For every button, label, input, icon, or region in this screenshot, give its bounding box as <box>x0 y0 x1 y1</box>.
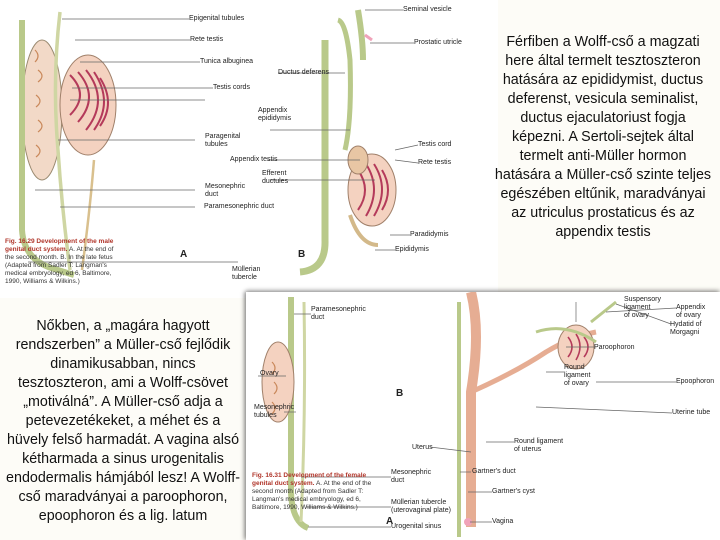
label-vagina: Vagina <box>492 518 514 525</box>
label-hydatid: Hydatid of Morgagni <box>670 321 702 336</box>
label-paramesonephric-duct-female: Paramesonephric duct <box>311 306 366 321</box>
label-paragenital-tubules: Paragenital tubules <box>205 133 241 148</box>
label-round-ligament-ovary: Round ligament of ovary <box>564 364 591 387</box>
label-paroophoron: Paroophoron <box>594 344 635 351</box>
label-appendix-testis: Appendix testis <box>230 156 278 163</box>
female-figure-caption: Fig. 16.31 Development of the female gen… <box>252 472 380 530</box>
label-gartners-cyst: Gartner's cyst <box>492 488 535 495</box>
panel-b-letter: B <box>298 249 306 260</box>
label-tunica-albuginea: Tunica albuginea <box>200 58 254 65</box>
female-duct-illustration <box>258 292 677 537</box>
label-round-ligament-uterus: Round ligament of uterus <box>514 438 564 453</box>
male-description-paragraph: Férfiben a Wolff-cső a magzati here álta… <box>494 34 712 240</box>
label-testis-cord: Testis cord <box>418 141 452 148</box>
label-epigenital-tubules: Epigenital tubules <box>189 15 245 22</box>
male-caption-body: A. At the end of the second month. B. In… <box>5 246 114 285</box>
label-paradidymis: Paradidymis <box>410 231 449 238</box>
panel-a-letter: A <box>180 249 188 260</box>
label-appendix-ovary: Appendix of ovary <box>676 304 706 319</box>
male-duct-illustration <box>19 9 419 278</box>
label-suspensory-ligament: Suspensory ligament of ovary <box>624 296 661 319</box>
label-testis-cords: Testis cords <box>213 84 250 91</box>
label-urogenital-sinus: Urogenital sinus <box>391 523 442 530</box>
label-mesonephric-tubules: Mesonephric tubules <box>254 404 295 419</box>
female-duct-figure: A B Paramesonephric duct Ovary Mesonephr… <box>246 292 720 540</box>
label-efferent-ductules: Efferent ductules <box>262 170 289 185</box>
female-caption-body: A. At the end of the second month (Adapt… <box>252 480 372 511</box>
label-appendix-epididymis: Appendix epididymis <box>258 107 292 122</box>
label-mesonephric-duct: Mesonephric duct <box>205 183 246 198</box>
label-seminal-vesicle: Seminal vesicle <box>403 6 452 13</box>
label-gartners-duct: Gartner's duct <box>472 468 516 475</box>
label-paramesonephric-duct: Paramesonephric duct <box>204 203 275 210</box>
male-duct-figure: A B Epigenital tubules Rete testis Tunic… <box>0 0 498 298</box>
panel-a-letter-female: A <box>386 516 394 527</box>
label-epoophoron: Epoophoron <box>676 378 715 385</box>
male-caption-title: Fig. 16.29 Development of the male genit… <box>5 238 114 253</box>
label-rete-testis-b: Rete testis <box>418 159 452 166</box>
label-prostatic-utricle: Prostatic utricle <box>414 39 462 46</box>
label-mullerian-tubercle-female: Müllerian tubercle (uterovaginal plate) <box>391 499 451 514</box>
label-mullerian-tubercle: Müllerian tubercle <box>232 266 261 281</box>
female-description-paragraph: Nőkben, a „magára hagyott rendszerben” a… <box>6 318 240 524</box>
label-uterus: Uterus <box>412 444 433 451</box>
label-rete-testis: Rete testis <box>190 36 224 43</box>
panel-b-letter-female: B <box>396 388 404 399</box>
label-uterine-tube: Uterine tube <box>672 409 711 416</box>
label-epididymis: Epididymis <box>395 246 429 253</box>
male-figure-caption: Fig. 16.29 Development of the male genit… <box>5 238 123 296</box>
female-caption-title: Fig. 16.31 Development of the female gen… <box>252 472 367 487</box>
label-ductus-deferens: Ductus deferens <box>278 69 329 76</box>
label-mesonephric-duct-female: Mesonephric duct <box>391 469 432 484</box>
label-ovary: Ovary <box>260 370 279 377</box>
